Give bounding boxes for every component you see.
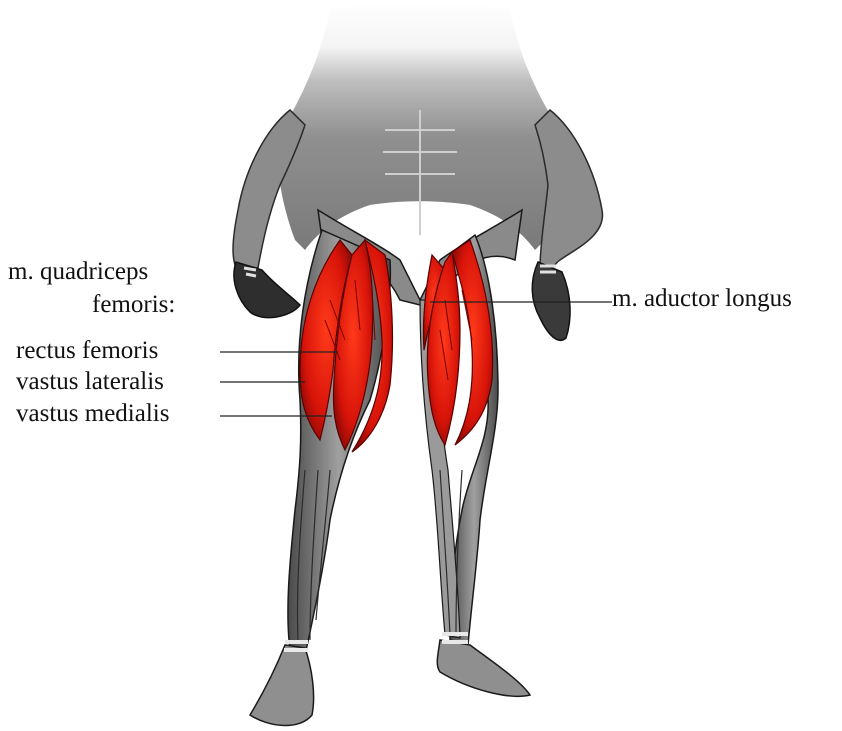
rectus-femoris-label: rectus femoris [16,337,158,365]
adductor-longus-label: m. aductor longus [612,285,792,313]
quadriceps-group-label-line2: femoris: [92,291,175,319]
quadriceps-group-label-line1: m. quadriceps [8,258,148,286]
right-arm [532,110,602,340]
vastus-lateralis-label: vastus lateralis [16,368,164,396]
vastus-medialis-label: vastus medialis [16,400,169,428]
